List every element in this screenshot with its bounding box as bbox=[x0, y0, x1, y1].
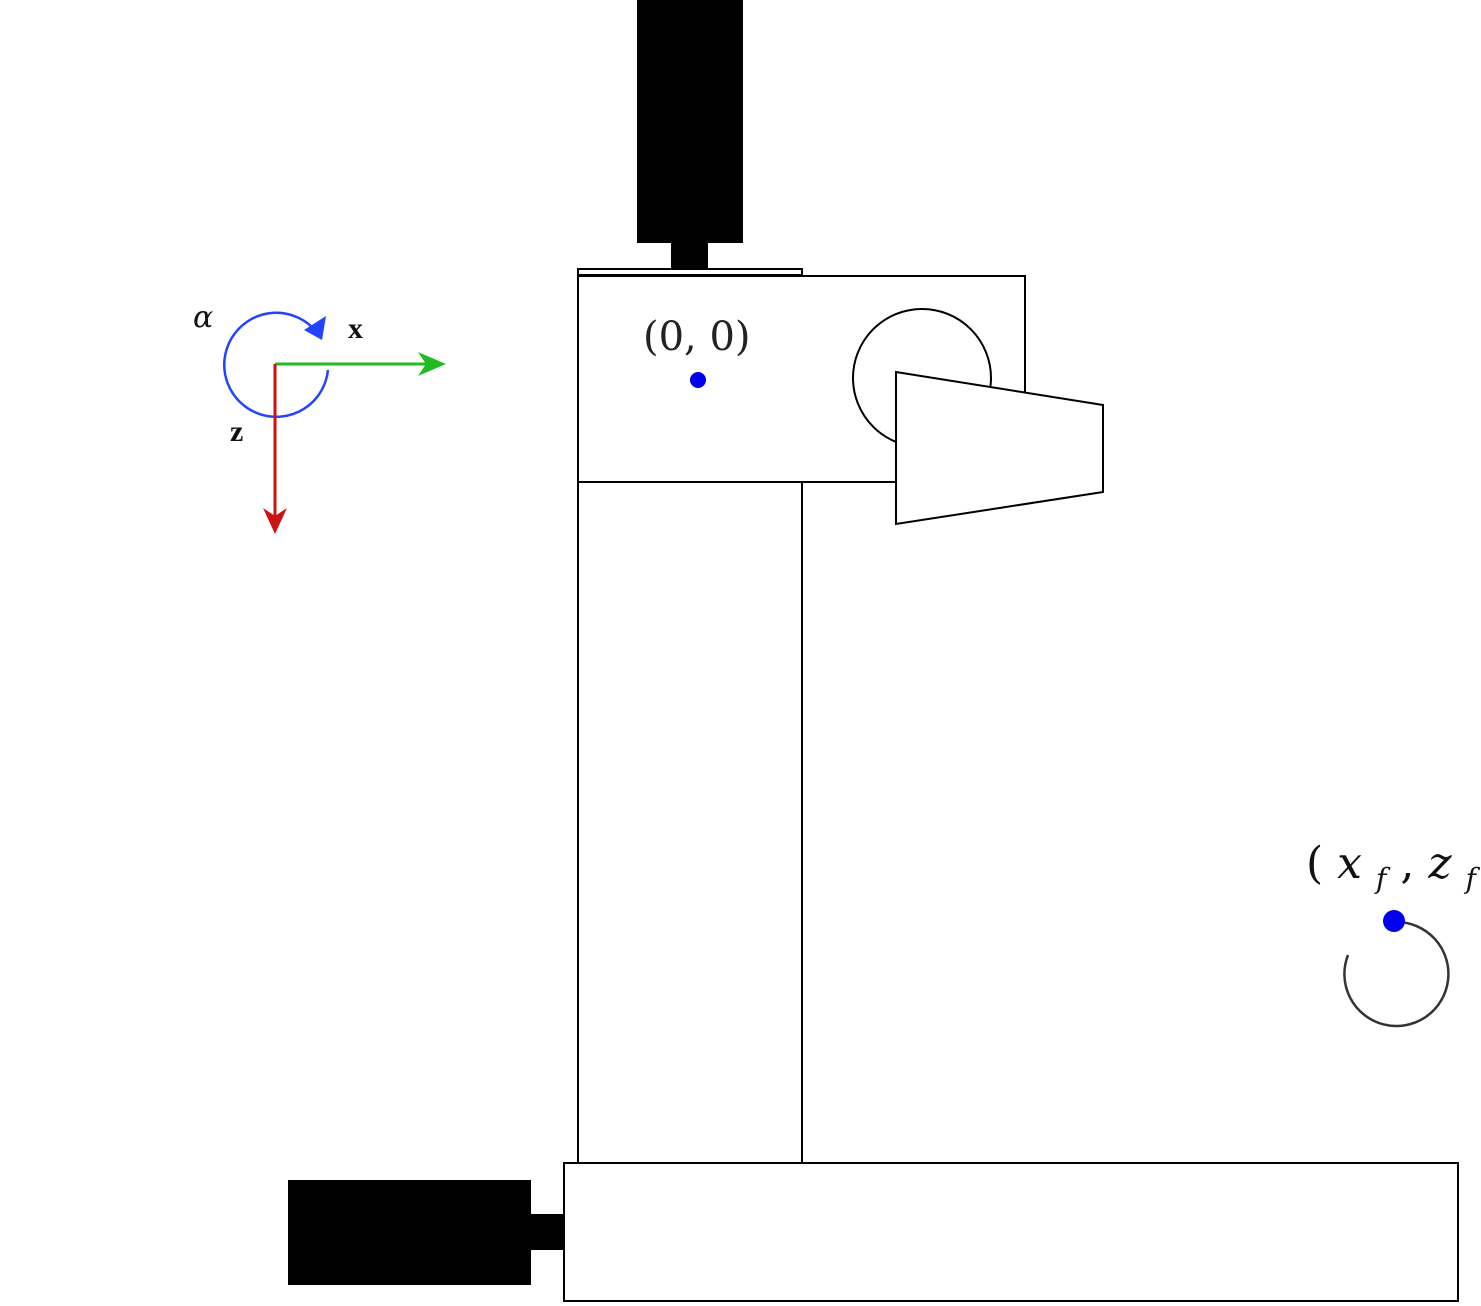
final-z-subscript: f bbox=[1464, 862, 1481, 895]
final-point bbox=[1383, 910, 1405, 932]
z-axis-label: z bbox=[230, 415, 243, 448]
x-axis-label: x bbox=[348, 312, 363, 345]
z-axis-arrowhead-icon bbox=[263, 508, 287, 534]
final-point-group: ( x f , z f ) bbox=[1306, 838, 1481, 1028]
origin-label: (0, 0) bbox=[643, 314, 751, 360]
final-point-label: ( x f , z f ) bbox=[1306, 838, 1481, 899]
final-paren-open: ( bbox=[1306, 838, 1323, 889]
coordinate-frame: α x z bbox=[193, 300, 446, 534]
origin-point bbox=[690, 372, 706, 388]
x-axis-arrowhead-icon bbox=[418, 352, 446, 376]
final-rotation-arc-icon bbox=[1343, 920, 1450, 1028]
gripper-trapezoid bbox=[895, 370, 1104, 526]
origin-point-group: (0, 0) bbox=[643, 314, 751, 388]
top-motor-plate bbox=[577, 268, 803, 276]
rotation-label: α bbox=[193, 300, 213, 335]
final-separator: , bbox=[1400, 838, 1414, 889]
top-motor-body bbox=[637, 0, 743, 243]
final-x-subscript: f bbox=[1374, 862, 1391, 895]
final-z-symbol: z bbox=[1427, 838, 1452, 889]
bottom-motor-shaft bbox=[531, 1214, 565, 1250]
final-x-symbol: x bbox=[1337, 838, 1362, 889]
bottom-motor-body bbox=[288, 1180, 531, 1285]
vertical-column bbox=[577, 481, 803, 1165]
rotation-arrowhead-icon bbox=[304, 316, 326, 340]
top-motor-shaft bbox=[671, 243, 708, 269]
base-platform bbox=[563, 1162, 1459, 1302]
rotation-arc-icon bbox=[223, 311, 330, 419]
